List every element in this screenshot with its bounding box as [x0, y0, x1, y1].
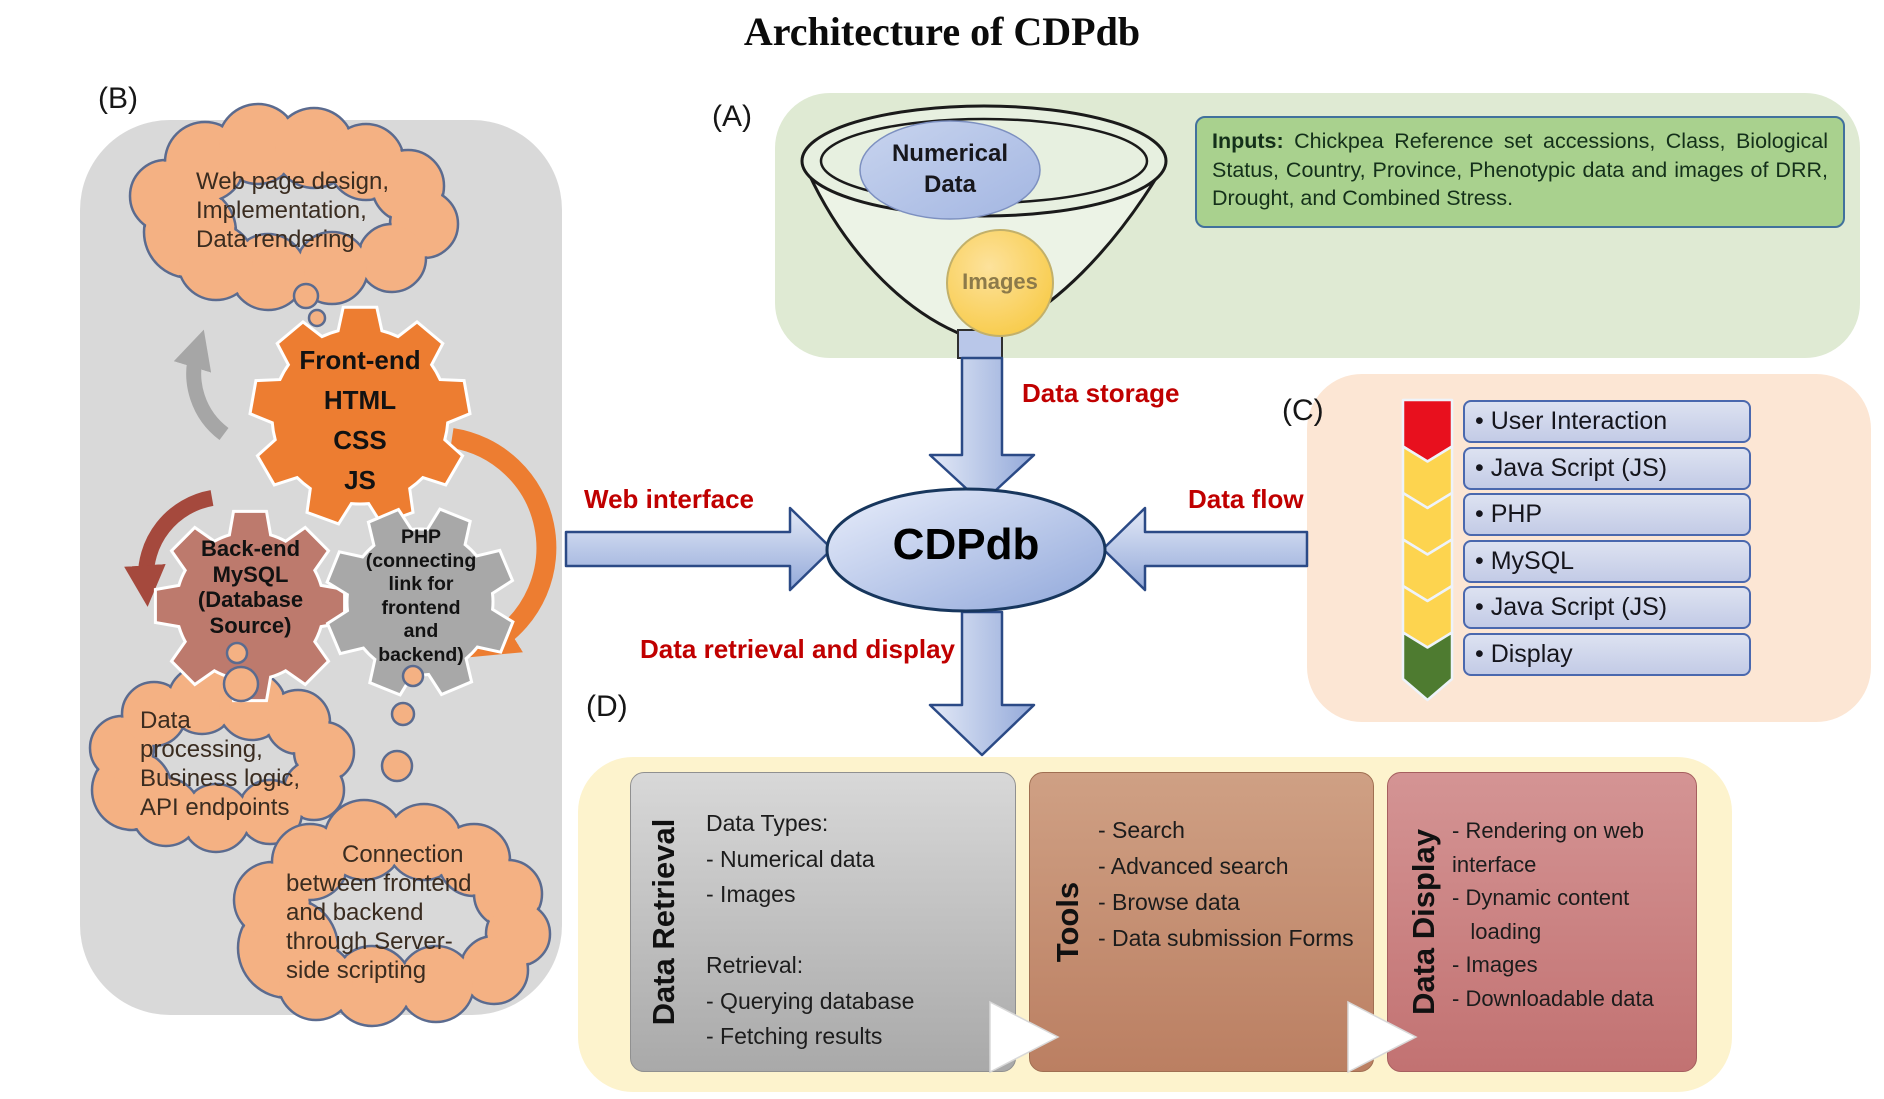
data-display-body: - Rendering on web interface - Dynamic c…: [1452, 818, 1654, 1011]
inputs-box: Inputs: Chickpea Reference set accession…: [1195, 116, 1845, 228]
php-gear-text: PHP (connecting link for frontend and ba…: [365, 526, 477, 666]
backend-gear-text: Back-end MySQL (Database Source): [197, 536, 304, 638]
data-retrieval-body: Data Types: - Numerical data - Images Re…: [706, 810, 915, 1049]
cloud-data-processing-text: Data processing, Business logic, API end…: [140, 707, 301, 821]
tools-body: - Search - Advanced search - Browse data…: [1098, 817, 1354, 951]
inputs-text: Chickpea Reference set accessions, Class…: [1212, 129, 1828, 210]
bubble: [225, 641, 249, 665]
frontend-gear: [248, 305, 472, 526]
data-storage-label: Data storage: [1022, 378, 1180, 408]
cloud-connection-text: Connection between frontend and backend …: [286, 841, 472, 984]
data-storage-arrow: [928, 356, 1036, 505]
chevron-stack: [1401, 398, 1454, 702]
numerical-data-label: Numerical Data: [891, 140, 1009, 198]
c-step-user-interaction: • User Interaction: [1463, 400, 1751, 443]
data-display-title: Data Display: [1406, 828, 1441, 1016]
tools-box: [1029, 772, 1374, 1072]
c-step-javascript-2: • Java Script (JS): [1463, 586, 1751, 629]
inputs-label: Inputs:: [1212, 129, 1284, 153]
orange-curved-arrow: [450, 428, 557, 658]
web-interface-label: Web interface: [584, 484, 755, 514]
cloud-connection: [232, 798, 552, 1028]
cloud-data-processing: [88, 664, 356, 854]
cloud-web-page-design-text: Web page design, Implementation, Data re…: [196, 168, 390, 253]
gray-curved-arrow: [173, 329, 229, 441]
numerical-data-ellipse: [859, 120, 1041, 220]
section-b-label: (B): [98, 82, 138, 115]
backend-gear: [153, 509, 347, 703]
frontend-gear-text: Front-end HTML CSS JS: [299, 345, 421, 495]
section-d-label: (D): [586, 690, 628, 723]
data-retrieval-title: Data Retrieval: [646, 818, 681, 1026]
section-c-label: (C): [1282, 394, 1324, 427]
section-a-label: (A): [712, 100, 752, 133]
page-title: Architecture of CDPdb: [743, 9, 1141, 54]
cdpdb-label: CDPdb: [892, 520, 1040, 569]
cdpdb-ellipse: [825, 487, 1107, 613]
bubble: [401, 664, 425, 688]
web-interface-arrow: [564, 506, 834, 592]
images-label: Images: [962, 269, 1038, 294]
bubble: [380, 749, 414, 783]
data-flow-label: Data flow: [1188, 484, 1304, 514]
images-circle: [946, 229, 1054, 337]
c-step-display: • Display: [1463, 632, 1751, 676]
data-retrieval-arrow: [928, 610, 1036, 757]
data-display-box: [1387, 772, 1697, 1072]
data-flow-arrow: [1101, 506, 1309, 592]
c-step-mysql: • MySQL: [1463, 539, 1751, 583]
bubble: [222, 665, 260, 703]
bubble: [307, 308, 327, 328]
dark-red-curved-arrow: [124, 490, 214, 607]
bubble: [390, 701, 416, 727]
c-step-javascript-1: • Java Script (JS): [1463, 446, 1751, 490]
data-retrieval-box: [630, 772, 1016, 1072]
chevron-green: [1401, 631, 1454, 702]
cloud-web-page-design: [128, 102, 460, 312]
data-retrieval-display-label: Data retrieval and display: [640, 634, 956, 664]
c-step-php: • PHP: [1463, 493, 1751, 536]
bubble: [292, 282, 320, 310]
tools-title: Tools: [1050, 881, 1085, 963]
